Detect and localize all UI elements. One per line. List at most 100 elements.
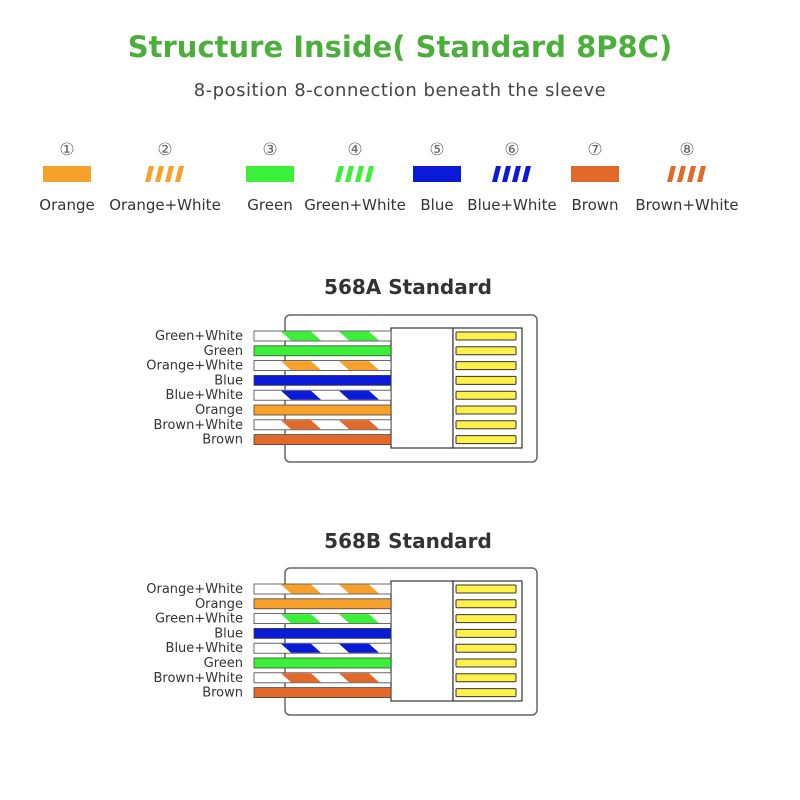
contact-pin — [455, 673, 517, 683]
page-title: Structure Inside( Standard 8P8C) — [127, 30, 673, 64]
legend-swatch — [246, 166, 294, 182]
wire-stripe — [281, 361, 321, 371]
wire-label: Green — [204, 344, 243, 359]
wire-2: Orange — [195, 597, 392, 612]
wire-stripe — [339, 614, 379, 624]
wire — [253, 375, 392, 386]
legend-number: ⑤ — [429, 140, 445, 160]
contact-pin — [455, 584, 517, 594]
contact-pin — [455, 346, 517, 356]
wire — [253, 583, 392, 595]
wire — [253, 687, 392, 699]
contact-pin — [455, 390, 517, 400]
legend-item: ③ Green — [210, 140, 330, 214]
wire-stripe — [339, 390, 379, 400]
wire — [253, 404, 392, 416]
wire — [253, 628, 392, 639]
wire-stripe — [339, 673, 379, 683]
legend-label: Green — [247, 196, 293, 214]
legend-swatch — [492, 166, 531, 182]
legend-swatch — [335, 166, 374, 182]
wire — [253, 598, 392, 610]
wire-label: Orange+White — [146, 359, 243, 374]
contact-pin — [455, 614, 517, 624]
wire-label: Blue — [214, 626, 243, 641]
contact-pin — [455, 643, 517, 653]
wire-stripe — [339, 643, 379, 653]
legend-label: Green+White — [304, 196, 406, 214]
legend-swatch — [571, 166, 619, 182]
legend-swatch — [667, 166, 706, 182]
legend-swatch — [145, 166, 184, 182]
wire-stripe — [281, 390, 321, 400]
wire-6: Green — [204, 656, 392, 671]
wire-label: Green — [204, 656, 243, 671]
stripe — [502, 166, 511, 182]
wire-5: Blue+White — [166, 388, 392, 403]
legend-item: ⑤ Blue — [377, 140, 497, 214]
wire-label: Brown — [202, 433, 243, 448]
wire-stripe — [339, 584, 379, 594]
diagram-568b: Orange+WhiteOrangeGreen+WhiteBlueBlue+Wh… — [146, 567, 538, 716]
stripe — [145, 166, 154, 182]
legend-label: Brown+White — [635, 196, 739, 214]
stripe — [492, 166, 501, 182]
wire-1: Green+White — [155, 329, 392, 344]
stripe — [345, 166, 354, 182]
wire-8: Brown — [202, 686, 392, 701]
stripe — [155, 166, 164, 182]
legend-number: ④ — [347, 140, 363, 160]
wire-stripe — [281, 614, 321, 624]
legend-number: ③ — [262, 140, 278, 160]
legend-item: ⑧ Brown+White — [627, 140, 747, 214]
stripe — [512, 166, 521, 182]
legend-number: ① — [59, 140, 75, 160]
wire-stripe — [281, 643, 321, 653]
wire-3: Green+White — [155, 612, 392, 627]
wire-2: Green — [204, 344, 392, 359]
legend-number: ⑦ — [587, 140, 603, 160]
wire — [253, 613, 392, 624]
legend-item: ④ Green+White — [295, 140, 415, 214]
wire-stripe — [339, 420, 379, 430]
contact-pin — [455, 405, 517, 415]
wire-stripe — [339, 361, 379, 371]
diagram-title-568a: 568A Standard — [324, 275, 492, 299]
contact-block — [452, 580, 523, 702]
wire — [253, 345, 392, 357]
wire — [253, 419, 392, 431]
page-subtitle: 8-position 8-connection beneath the slee… — [193, 80, 607, 101]
contact-pin — [455, 688, 517, 698]
contact-pin — [455, 361, 517, 371]
wire-label: Brown+White — [154, 418, 244, 433]
legend-swatch — [43, 166, 91, 182]
contact-pin — [455, 658, 517, 668]
wire-label: Orange — [195, 403, 243, 418]
wire-7: Brown+White — [154, 418, 392, 433]
stripe — [165, 166, 174, 182]
wire-label: Brown — [202, 686, 243, 701]
wire-stripe — [339, 331, 379, 341]
stripe — [667, 166, 676, 182]
wire-stripe — [281, 420, 321, 430]
stripe — [335, 166, 344, 182]
wire-label: Orange+White — [146, 582, 243, 597]
legend-number: ⑧ — [679, 140, 695, 160]
wire — [253, 434, 392, 446]
legend-label: Blue+White — [467, 196, 557, 214]
wire-label: Orange — [195, 597, 243, 612]
wire-4: Blue — [214, 626, 392, 641]
wire — [253, 389, 392, 401]
legend-label: Blue — [420, 196, 454, 214]
legend-label: Orange+White — [109, 196, 221, 214]
wire — [253, 672, 392, 684]
wire — [253, 330, 392, 342]
stripe — [355, 166, 364, 182]
stripe — [175, 166, 184, 182]
wire-stripe — [281, 673, 321, 683]
wire-8: Brown — [202, 433, 392, 448]
wire-stripe — [281, 331, 321, 341]
